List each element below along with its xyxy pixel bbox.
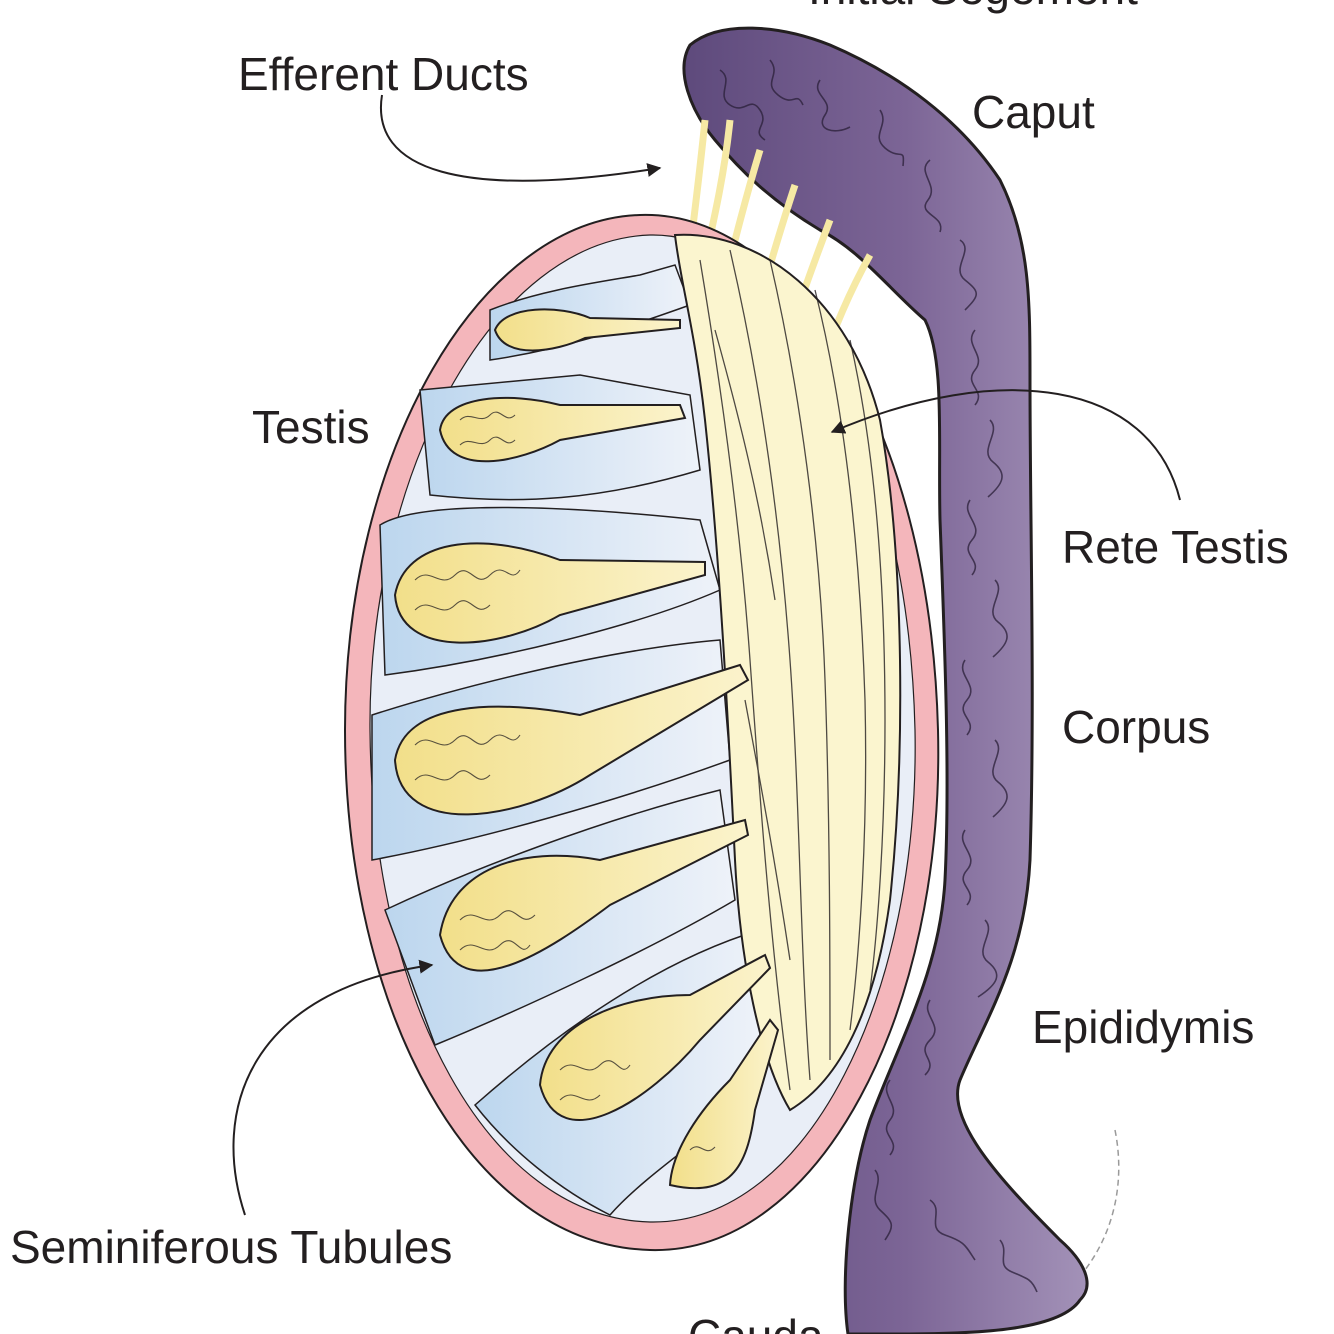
tubule — [393, 542, 706, 644]
label-epididymis: Epididymis — [1032, 1001, 1254, 1053]
testis — [343, 213, 940, 1252]
tubule — [538, 953, 772, 1121]
seminiferous-tubules-pointer — [232, 959, 434, 1216]
label-rete-testis: Rete Testis — [1062, 521, 1289, 573]
label-cauda: Cauda — [688, 1310, 824, 1334]
label-testis: Testis — [252, 401, 370, 453]
tubule — [493, 308, 681, 352]
label-corpus: Corpus — [1062, 701, 1210, 753]
epididymis-body — [682, 26, 1089, 1334]
tubule — [668, 1018, 780, 1190]
seminiferous-tubules — [393, 308, 780, 1190]
label-caput: Caput — [972, 86, 1095, 138]
label-efferent-ducts: Efferent Ducts — [238, 48, 529, 100]
label-initial-segment: Initial Segement — [808, 0, 1138, 14]
epididymis — [682, 26, 1120, 1334]
rete-testis-pointer — [830, 389, 1181, 501]
tubule — [393, 663, 750, 816]
leader-lines — [232, 94, 1181, 1216]
tubule — [438, 818, 750, 972]
label-seminiferous-tubules: Seminiferous Tubules — [10, 1221, 452, 1273]
efferent-ducts-pointer — [379, 94, 662, 182]
rete-testis — [673, 233, 902, 1112]
